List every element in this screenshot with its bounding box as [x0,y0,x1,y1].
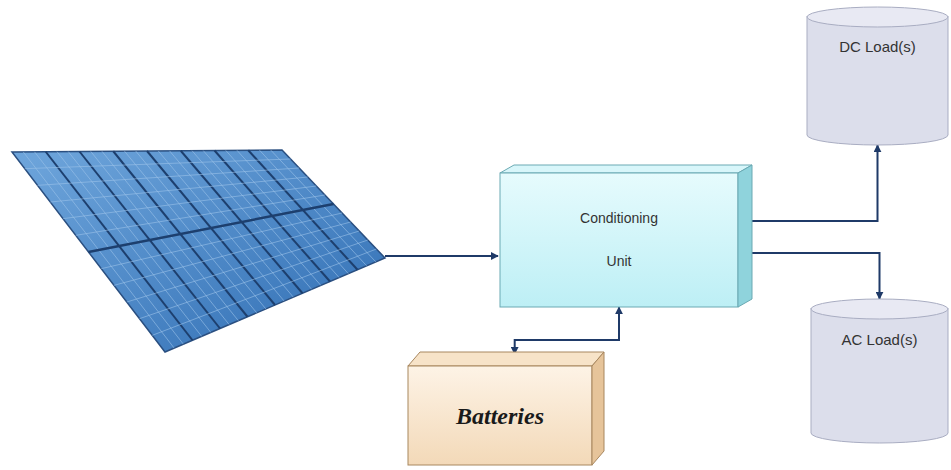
text-holder: AC Load(s) [810,330,949,350]
panel-feed-wire [385,255,498,257]
panel-cell-line [114,222,351,285]
node-label: Batteries [408,403,592,430]
dc-load-cylinder: DC Load(s) [806,6,949,146]
battery-box: Batteries [408,352,604,466]
panel-cell-line [38,168,300,185]
panel-cell-line [127,231,360,302]
load-cylinder-shape [810,298,949,444]
panel-cell-line [50,177,308,202]
panel-cell-line [152,249,376,335]
panel-grid [23,150,376,348]
text-holder: Conditioning Unit [500,197,738,283]
connector-arrow [752,253,880,299]
ac-load-cylinder: AC Load(s) [810,298,949,444]
text-holder: DC Load(s) [806,37,949,57]
node-label: Conditioning Unit [569,197,669,283]
text-holder: Batteries [408,403,592,430]
panel-cell-line [101,213,342,269]
load-cylinder-shape [806,6,949,146]
connector-arrow [752,145,878,221]
panel-cell-line [140,240,368,319]
conditioning-unit-box: Conditioning Unit [500,165,752,307]
node-label: DC Load(s) [806,37,949,57]
node-label: AC Load(s) [810,330,949,350]
unit-box-shape [500,165,752,307]
solar-panel [12,150,385,352]
connector-arrow [515,307,619,354]
panel-cell-line [89,204,334,252]
panel-cell-line [25,159,291,169]
